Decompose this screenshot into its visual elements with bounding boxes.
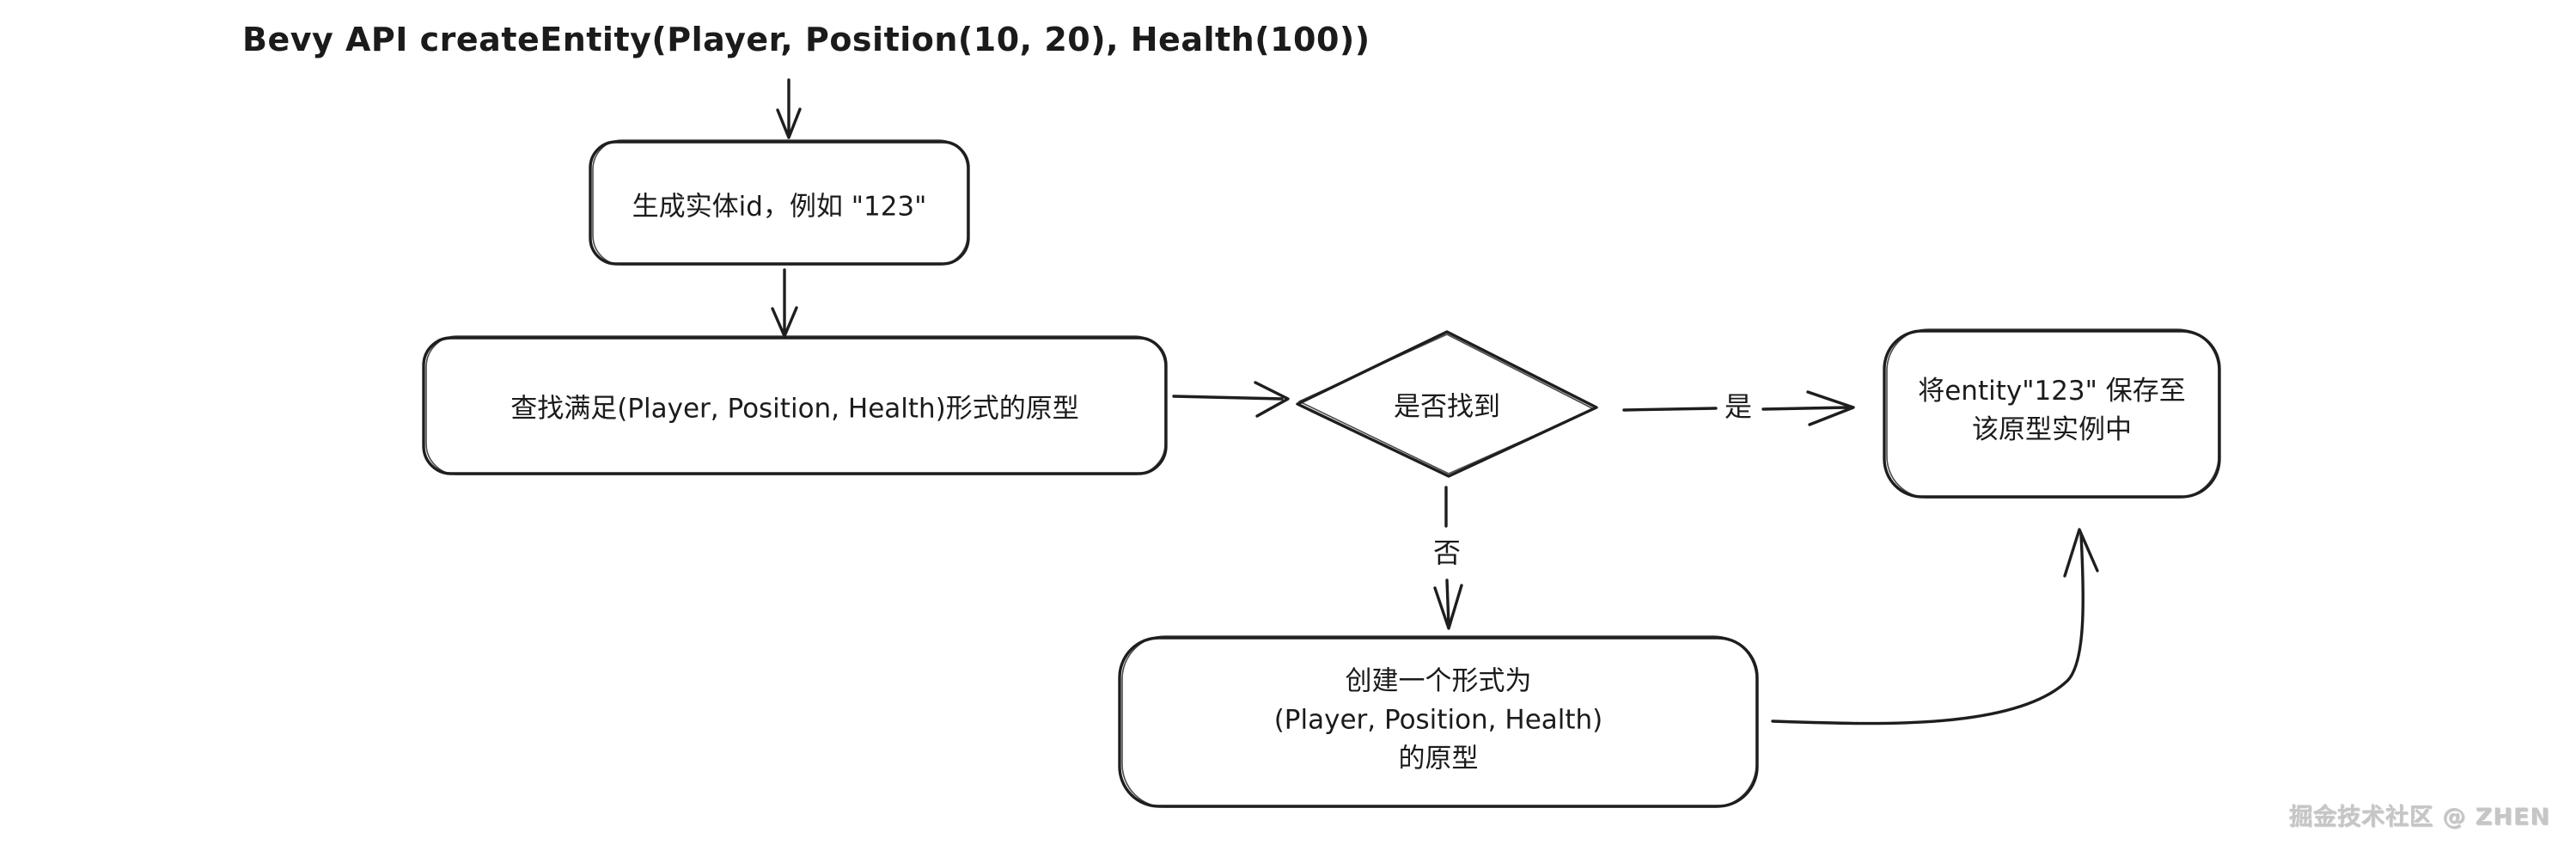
node-generate-id-shape-sketch [592, 139, 968, 266]
node-found-decision-shape [1296, 330, 1598, 478]
node-find-archetype-shape-sketch [425, 335, 1166, 475]
node-create-archetype-shape-sketch [1121, 635, 1757, 808]
node-generate-id-shape [589, 140, 970, 266]
node-save-entity-label-line-2: 该原型实例中 [1972, 414, 2132, 445]
node-generate-id-label: 生成实体id，例如 "123" [632, 191, 927, 223]
edge-create-archetype-to-save-entity [1771, 528, 2099, 725]
diagram-title: Bevy API createEntity(Player, Position(1… [242, 21, 1370, 58]
edge-title-to-generate-id [776, 78, 802, 139]
node-found-decision-label: 是否找到 [1394, 391, 1500, 423]
watermark: 掘金技术社区 @ ZHEN [2288, 804, 2550, 830]
edge-generate-id-to-find-archetype [771, 268, 798, 338]
edge-decision-yes-segment-1 [1622, 407, 1718, 412]
node-save-entity-shape-sketch [1886, 328, 2219, 499]
node-create-archetype-label: 创建一个形式为 (Player, Position, Health) 的原型 [1274, 663, 1603, 779]
node-save-entity-label-line-1: 将entity"123" 保存至 [1918, 376, 2186, 407]
edge-decision-no-segment-2 [1433, 579, 1463, 630]
node-create-archetype-label-line-1: 创建一个形式为 [1345, 665, 1532, 697]
edge-label-no: 否 [1432, 536, 1462, 569]
edge-decision-yes-segment-2 [1761, 390, 1855, 426]
node-create-archetype-label-line-2: (Player, Position, Health) [1273, 704, 1603, 736]
node-found-decision-shape-sketch [1298, 334, 1595, 474]
node-find-archetype-shape [422, 336, 1168, 475]
node-create-archetype-shape [1118, 636, 1759, 808]
edge-label-yes: 是 [1724, 390, 1753, 423]
node-save-entity-shape [1883, 329, 2221, 499]
node-find-archetype-label: 查找满足(Player, Position, Health)形式的原型 [510, 393, 1079, 425]
node-create-archetype-label-line-3: 的原型 [1398, 743, 1479, 774]
edge-find-archetype-to-decision [1172, 381, 1290, 418]
node-save-entity-label: 将entity"123" 保存至 该原型实例中 [1918, 372, 2186, 450]
